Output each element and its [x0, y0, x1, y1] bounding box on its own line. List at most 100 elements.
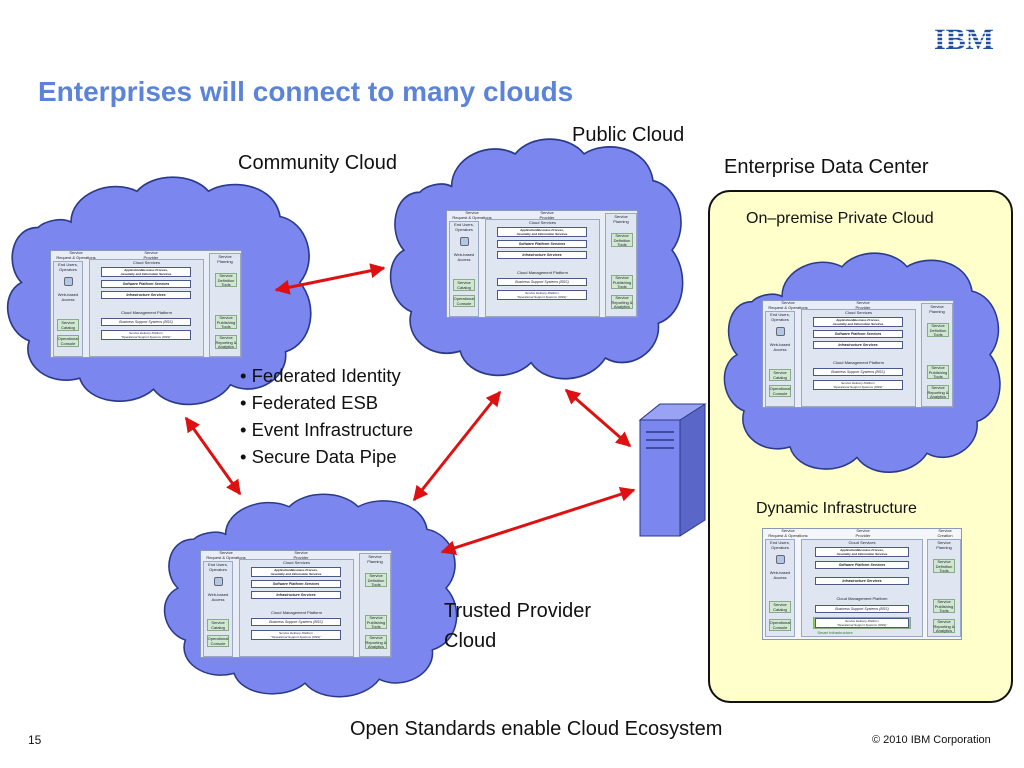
- infrastructure-box: Infrastructure Services: [815, 577, 909, 585]
- catalog-label: Service Catalog: [457, 280, 471, 290]
- bss-box: Business Support Systems (BSS): [251, 618, 341, 626]
- software-platform-box: Software Platform Services: [101, 280, 191, 288]
- bss-box: Business Support Systems (BSS): [813, 368, 903, 376]
- arch-panel-public: Service Request & Operations Service Pro…: [446, 210, 638, 318]
- operational-box: [453, 295, 475, 307]
- infrastructure-box: Infrastructure Services: [101, 291, 191, 299]
- capability-list: Federated Identity Federated ESB Event I…: [240, 362, 413, 470]
- ibm-logo-text: IBM: [934, 23, 994, 54]
- software-platform-box: Software Platform Services: [815, 561, 909, 569]
- app-services-box: Application/Business Process, Assembly a…: [815, 547, 909, 557]
- reporting-label: Service Reporting & Analytics: [611, 295, 633, 309]
- arrow-community-trusted: [184, 416, 242, 496]
- arrow-public-trusted: [412, 390, 502, 502]
- publishing-tools-label: Service Publishing Tools: [366, 615, 386, 629]
- web-access-label: Web-based Access: [57, 292, 79, 302]
- reporting-box: [215, 335, 237, 349]
- person-icon: [460, 237, 469, 246]
- catalog-box: [207, 619, 229, 631]
- operational-label: Operational Console: [57, 336, 79, 346]
- catalog-box: [769, 601, 791, 613]
- smart-infrastructure-label: Smart Infrastructure: [817, 630, 853, 635]
- definition-tools-box: [927, 323, 949, 337]
- definition-tools-label: Service Definition Tools: [217, 273, 235, 287]
- software-platform-box: Software Platform Services: [813, 330, 903, 338]
- provider-header: Service Provider: [855, 300, 871, 310]
- private-cloud-label: On–premise Private Cloud: [746, 210, 934, 227]
- infrastructure-box: Infrastructure Services: [813, 341, 903, 349]
- arrow-community-public: [274, 263, 386, 295]
- arch-panel-trusted: Service Request & Operations Service Pro…: [200, 550, 392, 658]
- management-platform-label: Cloud Management Platform: [833, 360, 884, 365]
- reporting-box: [933, 619, 955, 633]
- definition-tools-box: [215, 273, 237, 287]
- provider-header: Service Provider: [143, 250, 159, 260]
- arrow-public-datacenter: [564, 388, 632, 448]
- enterprise-data-center-label: Enterprise Data Center: [724, 156, 929, 178]
- bss-box: Business Support Systems (BSS): [101, 318, 191, 326]
- end-users-label: End Users, Operators: [454, 222, 474, 232]
- catalog-label: Service Catalog: [773, 370, 787, 380]
- consumer-header: Service Request & Operations: [206, 550, 246, 560]
- dynamic-infrastructure-label: Dynamic Infrastructure: [756, 500, 917, 517]
- end-users-label: End Users, Operators: [770, 540, 790, 550]
- provider-header: Service Provider: [293, 550, 309, 560]
- capability-item: Secure Data Pipe: [240, 443, 413, 470]
- consumer-header: Service Request & Operations: [452, 210, 492, 220]
- person-icon: [776, 327, 785, 336]
- creation-header: Service Creation: [937, 528, 953, 538]
- server-tower-icon: [638, 403, 707, 537]
- consumer-header: Service Request & Operations: [56, 250, 96, 260]
- oss-box: Service Delivery Platform "Operational S…: [813, 380, 903, 390]
- operational-label: Operational Console: [769, 620, 791, 630]
- bss-box: Business Support Systems (BSS): [497, 278, 587, 286]
- planning-label: Service Planning: [936, 540, 952, 550]
- arch-panel-dynamic-infrastructure: Service Request & Operations Service Pro…: [762, 528, 962, 640]
- oss-box: Service Delivery Platform "Operational S…: [101, 330, 191, 340]
- footer-caption: Open Standards enable Cloud Ecosystem: [350, 718, 723, 740]
- web-access-label: Web-based Access: [769, 570, 791, 580]
- publishing-tools-label: Service Publishing Tools: [216, 315, 236, 329]
- catalog-label: Service Catalog: [61, 320, 75, 330]
- reporting-box: [611, 295, 633, 309]
- page-number: 15: [28, 733, 42, 747]
- infrastructure-box: Infrastructure Services: [251, 591, 341, 599]
- arch-panel-community: Service Request & Operations Service Pro…: [50, 250, 242, 358]
- definition-tools-box: [365, 573, 387, 587]
- community-cloud-label: Community Cloud: [238, 152, 397, 174]
- operational-label: Operational Console: [207, 636, 229, 646]
- publishing-tools-box: [933, 599, 955, 613]
- operational-box: [207, 635, 229, 647]
- management-platform-label: Cloud Management Platform: [836, 596, 888, 601]
- trusted-provider-label-line1: Trusted Provider: [444, 600, 592, 622]
- cloud-services-label: Cloud Services: [845, 310, 872, 315]
- planning-label: Service Planning: [367, 554, 383, 564]
- definition-tools-label: Service Definition Tools: [613, 233, 631, 247]
- management-platform-label: Cloud Management Platform: [271, 610, 322, 615]
- slide-title: Enterprises will connect to many clouds: [38, 76, 574, 107]
- consumer-header: Service Request & Operations: [768, 528, 808, 538]
- operational-label: Operational Console: [769, 386, 791, 396]
- definition-tools-box: [933, 559, 955, 573]
- person-icon: [776, 555, 785, 564]
- planning-label: Service Planning: [217, 254, 233, 264]
- management-platform-label: Cloud Management Platform: [121, 310, 172, 315]
- bss-box: Business Support Systems (BSS): [815, 605, 909, 613]
- publishing-tools-label: Service Publishing Tools: [612, 275, 632, 289]
- end-users-label: End Users, Operators: [58, 262, 78, 272]
- person-icon: [64, 277, 73, 286]
- planning-label: Service Planning: [929, 304, 945, 314]
- software-platform-box: Software Platform Services: [251, 580, 341, 588]
- publishing-tools-label: Service Publishing Tools: [928, 365, 948, 379]
- reporting-label: Service Reporting & Analytics: [215, 335, 237, 349]
- cloud-services-label: Cloud Services: [283, 560, 310, 565]
- catalog-box: [57, 319, 79, 331]
- arch-panel-private: Service Request & Operations Service Pro…: [762, 300, 954, 408]
- definition-tools-label: Service Definition Tools: [367, 573, 385, 587]
- app-services-box: Application/Business Process, Assembly a…: [813, 317, 903, 327]
- reporting-box: [927, 385, 949, 399]
- catalog-box: [453, 279, 475, 291]
- person-icon: [214, 577, 223, 586]
- trusted-provider-label-line2: Cloud: [444, 630, 497, 652]
